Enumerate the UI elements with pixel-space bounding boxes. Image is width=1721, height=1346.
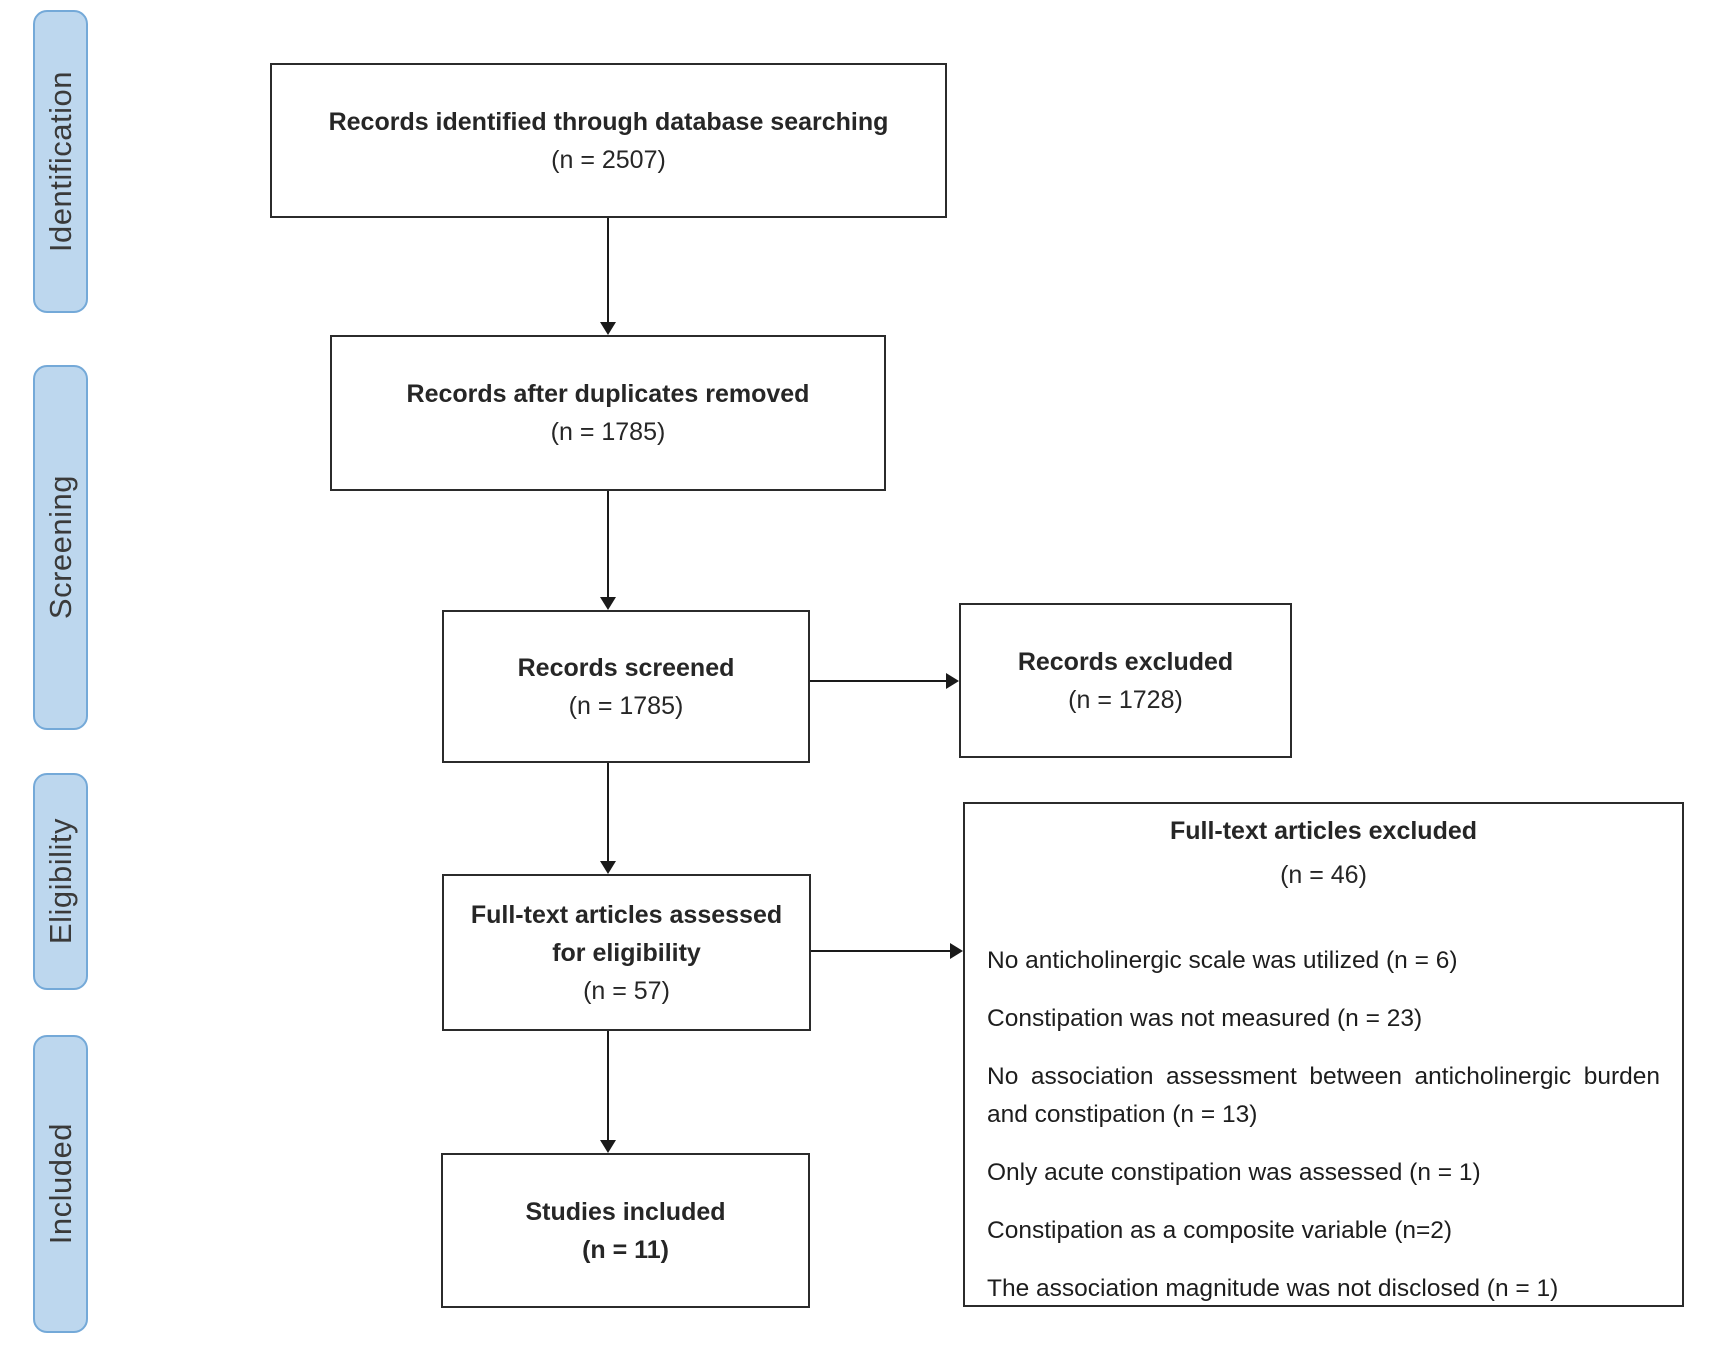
arrow-line: [811, 950, 950, 952]
box-duplicates-removed-count: (n = 1785): [550, 418, 666, 446]
box-duplicates-removed: Records after duplicates removed (n = 17…: [330, 335, 886, 491]
stage-eligibility-label: Eligibility: [42, 818, 78, 945]
box-studies-included: Studies included (n = 11): [441, 1153, 810, 1308]
arrow-down-icon: [600, 322, 616, 335]
exclusion-reason: No association assessment between antich…: [987, 1063, 1660, 1128]
stage-screening-label: Screening: [42, 475, 78, 620]
box-records-identified: Records identified through database sear…: [270, 63, 947, 218]
box-fulltext-assessed: Full-text articles assessed for eligibil…: [442, 874, 811, 1031]
box-studies-included-count: (n = 11): [582, 1235, 669, 1264]
arrow-down-icon: [600, 1140, 616, 1153]
box-fulltext-excluded-count: (n = 46): [1280, 861, 1367, 889]
arrow-down-icon: [600, 861, 616, 874]
box-fulltext-assessed-count: (n = 57): [583, 976, 670, 1005]
stage-identification: Identification: [33, 10, 88, 313]
box-records-identified-count: (n = 2507): [551, 145, 666, 174]
stage-identification-label: Identification: [42, 70, 78, 253]
box-records-screened: Records screened (n = 1785): [442, 610, 810, 763]
box-records-excluded: Records excluded (n = 1728): [959, 603, 1292, 758]
arrow-down-icon: [600, 597, 616, 610]
exclusion-reason: Constipation as a composite variable (n=…: [987, 1217, 1453, 1244]
box-records-excluded-count: (n = 1728): [1068, 685, 1183, 714]
stage-eligibility: Eligibility: [33, 773, 88, 990]
box-fulltext-assessed-title: Full-text articles assessed for eligibil…: [470, 900, 783, 967]
stage-screening: Screening: [33, 365, 88, 730]
exclusion-reason: The association magnitude was not disclo…: [987, 1275, 1559, 1302]
arrow-line: [607, 1031, 609, 1140]
box-studies-included-title: Studies included: [525, 1197, 726, 1226]
exclusion-reason: No anticholinergic scale was utilized (n…: [987, 947, 1458, 974]
arrow-line: [607, 218, 609, 323]
exclusion-reason: Only acute constipation was assessed (n …: [987, 1159, 1481, 1186]
box-records-excluded-title: Records excluded: [1017, 647, 1234, 676]
arrow-line: [607, 491, 609, 597]
stage-included-label: Included: [42, 1123, 78, 1245]
box-records-identified-title: Records identified through database sear…: [328, 107, 889, 136]
box-records-screened-title: Records screened: [517, 653, 735, 682]
stage-included: Included: [33, 1035, 88, 1333]
exclusion-reason: Constipation was not measured (n = 23): [987, 1005, 1423, 1032]
box-duplicates-removed-title: Records after duplicates removed: [406, 380, 810, 408]
box-fulltext-excluded-title: Full-text articles excluded: [1169, 817, 1478, 845]
box-fulltext-excluded: Full-text articles excluded (n = 46) No …: [963, 802, 1684, 1307]
arrow-right-icon: [946, 673, 959, 689]
arrow-right-icon: [950, 943, 963, 959]
box-records-screened-count: (n = 1785): [568, 691, 684, 720]
arrow-line: [607, 763, 609, 861]
arrow-line: [810, 680, 946, 682]
